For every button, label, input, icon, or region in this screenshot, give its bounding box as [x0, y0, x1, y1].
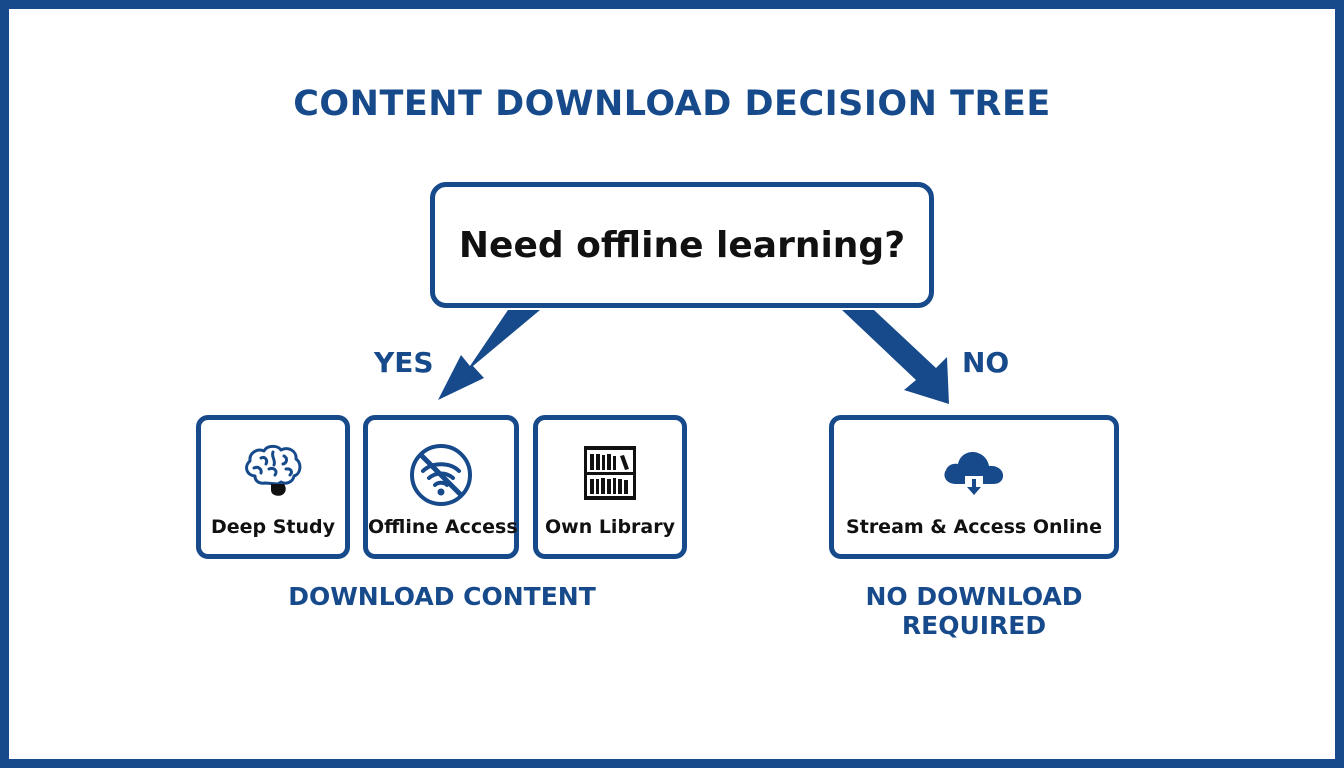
option-card-offline-access: Offline Access — [363, 415, 519, 559]
no-outcome-label: NO DOWNLOAD REQUIRED — [865, 582, 1083, 640]
decision-question: Need offline learning? — [458, 224, 906, 266]
cloud-download-icon — [834, 442, 1114, 504]
option-label: Offline Access — [368, 516, 518, 538]
yes-arrow — [438, 310, 540, 400]
diagram-title: CONTENT DOWNLOAD DECISION TREE — [293, 84, 1051, 124]
no-branch-label: NO — [962, 346, 1010, 379]
brain-icon — [201, 442, 345, 504]
no-wifi-icon — [368, 442, 514, 506]
yes-branch-label: YES — [374, 346, 434, 379]
bookshelf-icon — [538, 442, 682, 504]
option-card-stream-online: Stream & Access Online — [829, 415, 1119, 559]
option-card-own-library: Own Library — [533, 415, 687, 559]
option-card-deep-study: Deep Study — [196, 415, 350, 559]
decision-question-box: Need offline learning? — [430, 182, 934, 308]
yes-outcome-label: DOWNLOAD CONTENT — [288, 582, 596, 611]
option-label: Own Library — [544, 516, 675, 538]
no-arrow — [842, 310, 949, 404]
option-label: Deep Study — [210, 516, 336, 538]
option-label: Stream & Access Online — [846, 516, 1102, 538]
